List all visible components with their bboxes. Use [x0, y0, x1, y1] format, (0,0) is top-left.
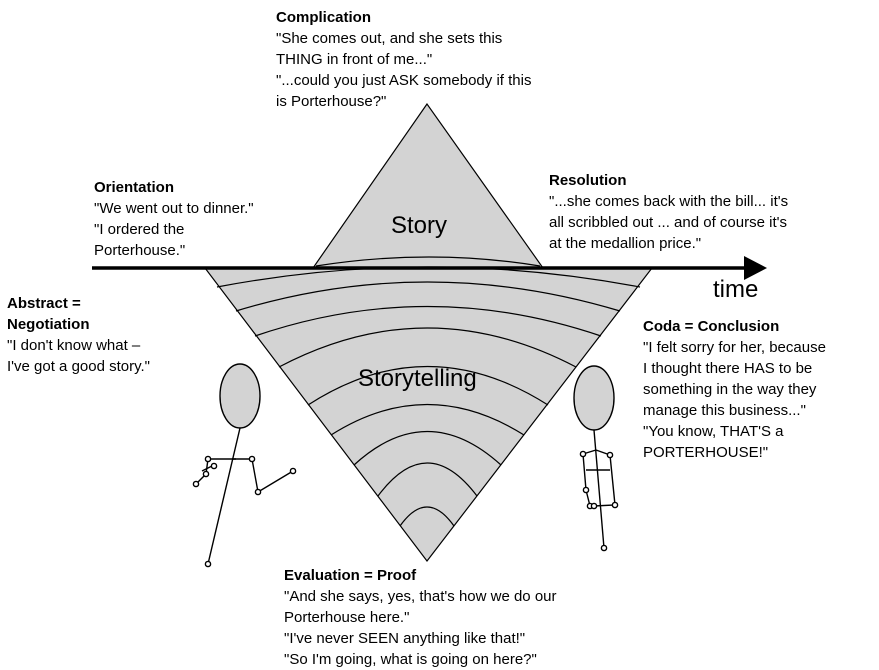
coda-line: "I felt sorry for her, because [643, 339, 826, 356]
resolution-line: all scribbled out ... and of course it's [549, 214, 787, 231]
orientation-line: Porterhouse." [94, 242, 186, 259]
right-stick-figure [573, 365, 619, 552]
story-label: Story [391, 212, 448, 239]
resolution-line: "...she comes back with the bill... it's [549, 193, 789, 210]
coda-heading: Coda = Conclusion [643, 318, 780, 335]
evaluation-heading: Evaluation = Proof [284, 567, 417, 584]
resolution-block: Resolution "...she comes back with the b… [549, 170, 788, 254]
abstract-line: I've got a good story." [7, 358, 150, 375]
complication-line: is Porterhouse?" [276, 93, 387, 110]
coda-line: something in the way they [643, 381, 817, 398]
coda-line: I thought there HAS to be [643, 360, 813, 377]
orientation-heading: Orientation [94, 179, 175, 196]
complication-line: "...could you just ASK somebody if this [276, 72, 532, 89]
storytelling-label: Storytelling [358, 365, 477, 392]
abstract-heading: Abstract = [7, 295, 81, 312]
coda-line: manage this business..." [643, 402, 806, 419]
resolution-heading: Resolution [549, 172, 627, 189]
coda-block: Coda = Conclusion "I felt sorry for her,… [643, 316, 826, 463]
evaluation-line: "So I'm going, what is going on here?" [284, 651, 537, 668]
story-base-arc [315, 256, 541, 267]
left-stick-figure [192, 363, 297, 568]
time-label: time [713, 276, 759, 303]
coda-line: "You know, THAT'S a [643, 423, 784, 440]
evaluation-block: Evaluation = Proof "And she says, yes, t… [284, 565, 557, 670]
abstract-line: "I don't know what – [7, 337, 141, 354]
evaluation-line: "And she says, yes, that's how we do our [284, 588, 557, 605]
orientation-block: Orientation "We went out to dinner." "I … [94, 177, 254, 261]
abstract-block: Abstract = Negotiation "I don't know wha… [7, 293, 150, 377]
coda-line: PORTERHOUSE!" [643, 444, 769, 461]
orientation-line: "I ordered the [94, 221, 185, 238]
complication-line: "She comes out, and she sets this [276, 30, 503, 47]
complication-block: Complication "She comes out, and she set… [276, 7, 531, 112]
resolution-line: at the medallion price." [549, 235, 702, 252]
evaluation-line: Porterhouse here." [284, 609, 410, 626]
complication-heading: Complication [276, 9, 372, 26]
evaluation-line: "I've never SEEN anything like that!" [284, 630, 526, 647]
time-arrowhead [744, 256, 767, 280]
orientation-line: "We went out to dinner." [94, 200, 254, 217]
abstract-heading: Negotiation [7, 316, 90, 333]
story-triangle [311, 102, 545, 269]
complication-line: THING in front of me..." [276, 51, 433, 68]
